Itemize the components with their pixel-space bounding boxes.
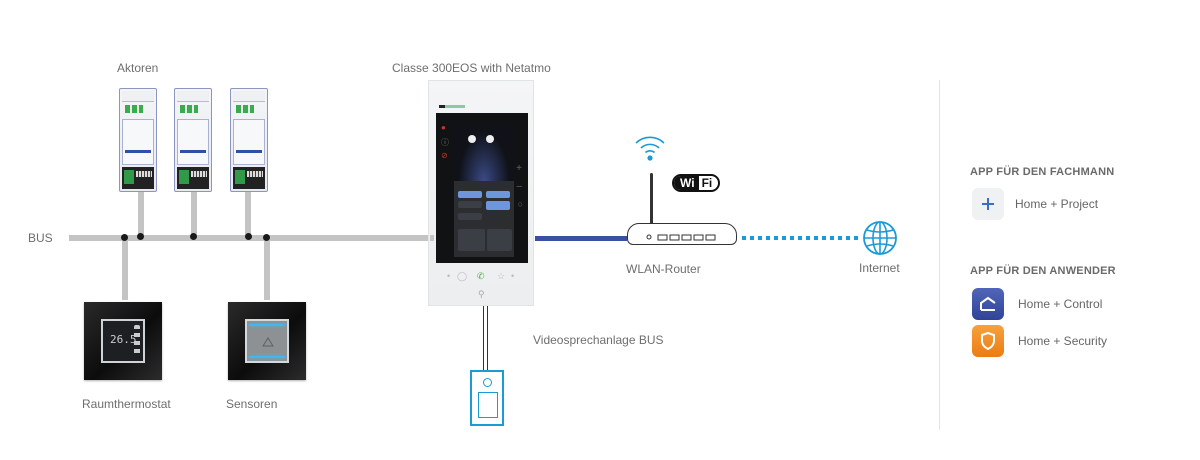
bus-drop-line <box>245 192 251 238</box>
dot-icon: • <box>511 271 515 281</box>
bus-drop-line <box>264 238 270 300</box>
app-name: Home + Project <box>1015 197 1099 211</box>
wifi-logo: Wi Fi <box>672 174 721 192</box>
phone-icon: ✆ <box>477 271 485 281</box>
wifi-logo-wi: Wi <box>674 176 699 190</box>
brand-logo <box>439 105 465 108</box>
actuator-module <box>119 88 157 192</box>
actuator-module <box>174 88 212 192</box>
volume-down-icon: – <box>516 181 522 192</box>
shield-icon <box>972 325 1004 357</box>
sensor-switch <box>228 302 306 380</box>
router-antenna <box>650 173 653 225</box>
app-home-security[interactable]: Home + Security <box>972 325 1107 357</box>
thermostat-label: Raumthermostat <box>82 397 171 411</box>
bus-label: BUS <box>28 231 53 245</box>
sensors-label: Sensoren <box>226 397 278 411</box>
bus-junction <box>245 233 252 240</box>
wifi-logo-fi: Fi <box>701 176 713 190</box>
app-home-control[interactable]: Home + Control <box>972 288 1102 320</box>
thermostat-display: 26.5 <box>110 333 137 346</box>
door-station <box>470 370 504 426</box>
actuators-label: Aktoren <box>117 61 159 75</box>
bus-drop-line <box>122 238 128 300</box>
router-label: WLAN-Router <box>626 262 701 276</box>
volume-up-icon: + <box>516 163 522 174</box>
plus-icon <box>972 188 1004 220</box>
router-link <box>535 236 627 241</box>
temperature-icon <box>486 135 494 143</box>
internet-link <box>742 236 860 240</box>
eye-icon: ◯ <box>457 271 468 281</box>
bus-junction <box>190 233 197 240</box>
actuator-module <box>230 88 268 192</box>
call-button-icon <box>478 392 498 418</box>
wlan-router <box>627 223 737 245</box>
weather-icon <box>468 135 476 143</box>
room-thermostat: 26.5 <box>84 302 162 380</box>
key-icon: ⚲ <box>478 289 485 299</box>
video-bus-wire <box>483 306 484 372</box>
bus-drop-line <box>138 192 144 238</box>
bus-line-end <box>430 235 434 241</box>
app-name: Home + Security <box>1018 334 1108 348</box>
intercom-title: Classe 300EOS with Netatmo <box>392 61 551 75</box>
star-icon: ☆ <box>497 271 506 281</box>
router-ports-icon <box>646 234 716 241</box>
globe-icon <box>863 221 897 255</box>
bus-junction <box>137 233 144 240</box>
video-bus-wire <box>487 306 488 372</box>
internet-label: Internet <box>859 261 900 275</box>
circle-icon: ○ <box>517 199 523 209</box>
professional-apps-title: APP FÜR DEN FACHMANN <box>970 166 1115 178</box>
mute-icon: ⊘ <box>441 151 448 160</box>
camera-icon <box>483 378 492 387</box>
intercom-device: ● ⓘ ⊘ + – ○ • ◯ ✆ ☆ • ⚲ <box>428 80 534 306</box>
wifi-status-icon: ● <box>441 123 446 132</box>
bus-junction <box>263 234 270 241</box>
video-bus-label: Videosprechanlage BUS <box>533 333 664 347</box>
user-apps-title: APP FÜR DEN ANWENDER <box>970 265 1116 277</box>
house-icon <box>972 288 1004 320</box>
app-home-project[interactable]: Home + Project <box>972 188 1098 220</box>
info-icon: ⓘ <box>441 138 449 147</box>
section-divider <box>939 80 940 430</box>
bus-drop-line <box>191 192 197 238</box>
wifi-signal-icon <box>635 136 665 161</box>
app-name: Home + Control <box>1018 297 1103 311</box>
dot-icon: • <box>447 271 451 281</box>
bus-junction <box>121 234 128 241</box>
intercom-screen: ● ⓘ ⊘ + – ○ <box>436 113 528 263</box>
triangle-icon <box>262 337 274 347</box>
